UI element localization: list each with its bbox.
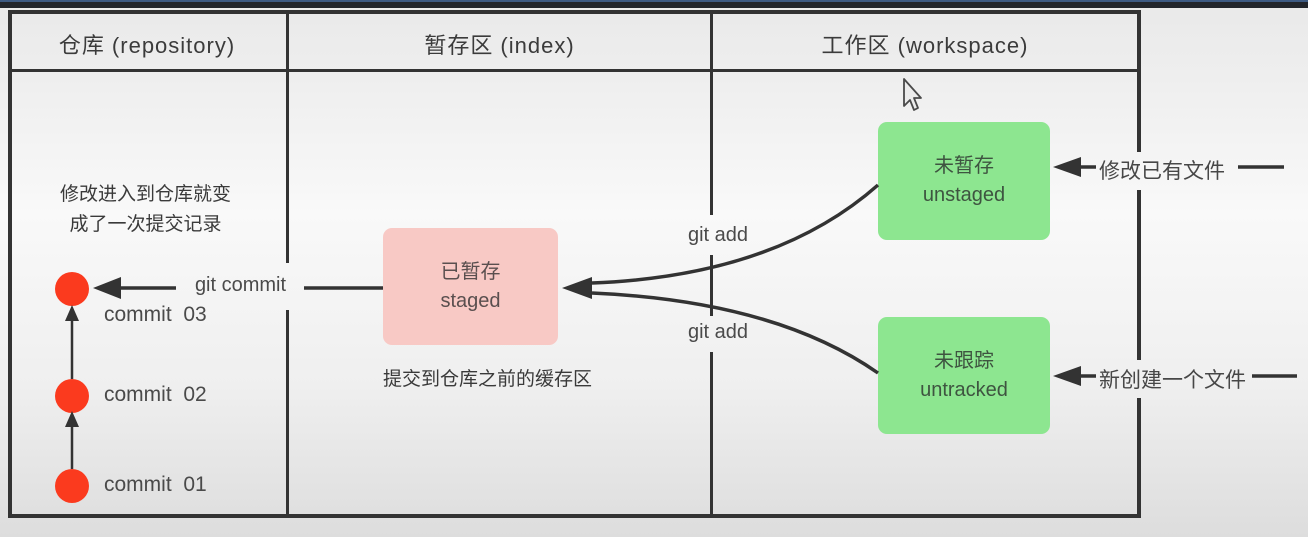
commit-dot-01: [55, 469, 89, 503]
commit-02-label: commit 02: [104, 383, 207, 406]
git-commit-arrowhead: [93, 277, 121, 299]
col-divider-1-seg1: [286, 14, 289, 263]
staged-box-title: 已暂存: [440, 260, 501, 283]
table-border-right-seg2: [1137, 190, 1141, 360]
header-index: 暂存区 (index): [424, 33, 575, 58]
unstaged-box-title: 未暂存: [934, 155, 994, 177]
untracked-box-subtitle: untracked: [920, 378, 1008, 401]
commit-dot-03: [55, 272, 89, 306]
staged-box-subtitle: staged: [440, 289, 501, 312]
table-border-left: [8, 10, 12, 518]
create-arrowhead: [1053, 366, 1081, 386]
mouse-cursor-icon: [903, 78, 922, 111]
commit-01-label: commit 01: [104, 473, 207, 496]
repository-note: 修改进入到仓库就变 成了一次提交记录: [28, 180, 263, 241]
git-commit-label: git commit: [194, 274, 287, 296]
table-border-right-seg1: [1137, 10, 1141, 152]
chain-arrowhead-02: [65, 411, 79, 427]
repository-note-line2: 成了一次提交记录: [69, 214, 222, 236]
table-border-bottom: [8, 514, 1141, 518]
unstaged-box-subtitle: unstaged: [922, 184, 1006, 206]
repository-note-line1: 修改进入到仓库就变: [59, 184, 231, 205]
modify-existing-label: 修改已有文件: [1099, 160, 1225, 183]
window-top-strip: [0, 0, 1308, 8]
header-repository: 仓库 (repository): [58, 33, 236, 58]
git-add-label-top: git add: [687, 224, 749, 246]
staged-arrowhead: [562, 277, 592, 299]
staged-caption: 提交到仓库之前的缓存区: [382, 369, 592, 390]
create-new-label: 新创建一个文件: [1099, 369, 1246, 392]
header-divider: [8, 69, 1141, 72]
col-divider-2-seg3: [710, 352, 713, 514]
table-border-right-seg3: [1137, 398, 1141, 518]
unstaged-box: 未暂存 unstaged: [878, 122, 1050, 240]
untracked-box-title: 未跟踪: [934, 349, 994, 372]
untracked-box: 未跟踪 untracked: [878, 317, 1050, 434]
commit-dot-02: [55, 379, 89, 413]
col-divider-1-seg2: [286, 310, 289, 514]
commit-03-label: commit 03: [104, 303, 207, 326]
col-divider-2-seg1: [710, 14, 713, 215]
staged-box: 已暂存 staged: [383, 228, 558, 345]
modify-arrowhead: [1053, 157, 1081, 177]
chain-arrowhead-03: [65, 305, 79, 321]
header-workspace: 工作区 (workspace): [821, 33, 1029, 58]
table-border-top: [8, 10, 1141, 14]
git-add-label-bottom: git add: [687, 321, 749, 343]
col-divider-2-seg2: [710, 255, 713, 316]
